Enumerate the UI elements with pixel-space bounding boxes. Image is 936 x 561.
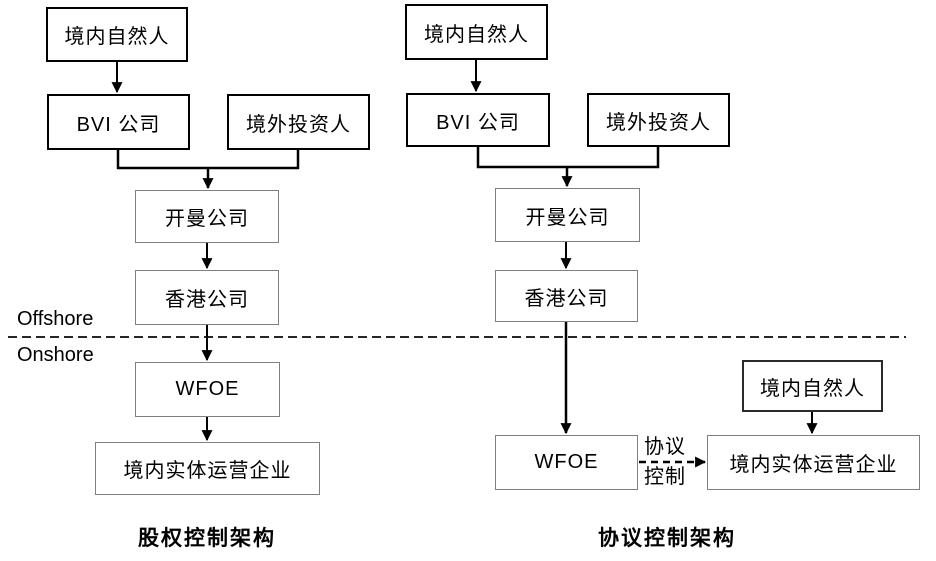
offshore-label: Offshore (17, 308, 94, 330)
agreement-control-edge-label-line1: 协议 (644, 436, 686, 458)
onshore-label: Onshore (17, 344, 94, 366)
edge-right-merge-elbow (476, 147, 660, 169)
node-left-cayman-company: 开曼公司 (135, 190, 279, 243)
node-left-hongkong-company: 香港公司 (135, 270, 279, 325)
node-right-domestic-person: 境内自然人 (405, 4, 548, 60)
agreement-control-edge-label-line2: 控制 (644, 466, 686, 488)
node-right-cayman-company: 开曼公司 (495, 188, 640, 242)
node-left-operating-entity: 境内实体运营企业 (95, 442, 320, 495)
node-left-bvi-company: BVI 公司 (47, 94, 190, 150)
node-right-bvi-company: BVI 公司 (406, 93, 550, 147)
node-left-domestic-person: 境内自然人 (46, 7, 188, 62)
node-right-operating-entity: 境内实体运营企业 (707, 435, 920, 490)
node-left-foreign-investor: 境外投资人 (227, 94, 370, 150)
left-diagram-caption: 股权控制架构 (138, 527, 276, 550)
node-right-foreign-investor: 境外投资人 (587, 93, 730, 147)
right-diagram-caption: 协议控制架构 (598, 527, 736, 550)
node-right-domestic-person-2: 境内自然人 (742, 360, 883, 412)
node-right-hongkong-company: 香港公司 (495, 270, 638, 322)
node-right-wfoe: WFOE (495, 435, 638, 490)
node-left-wfoe: WFOE (135, 362, 280, 417)
edge-left-merge-elbow (116, 150, 300, 170)
